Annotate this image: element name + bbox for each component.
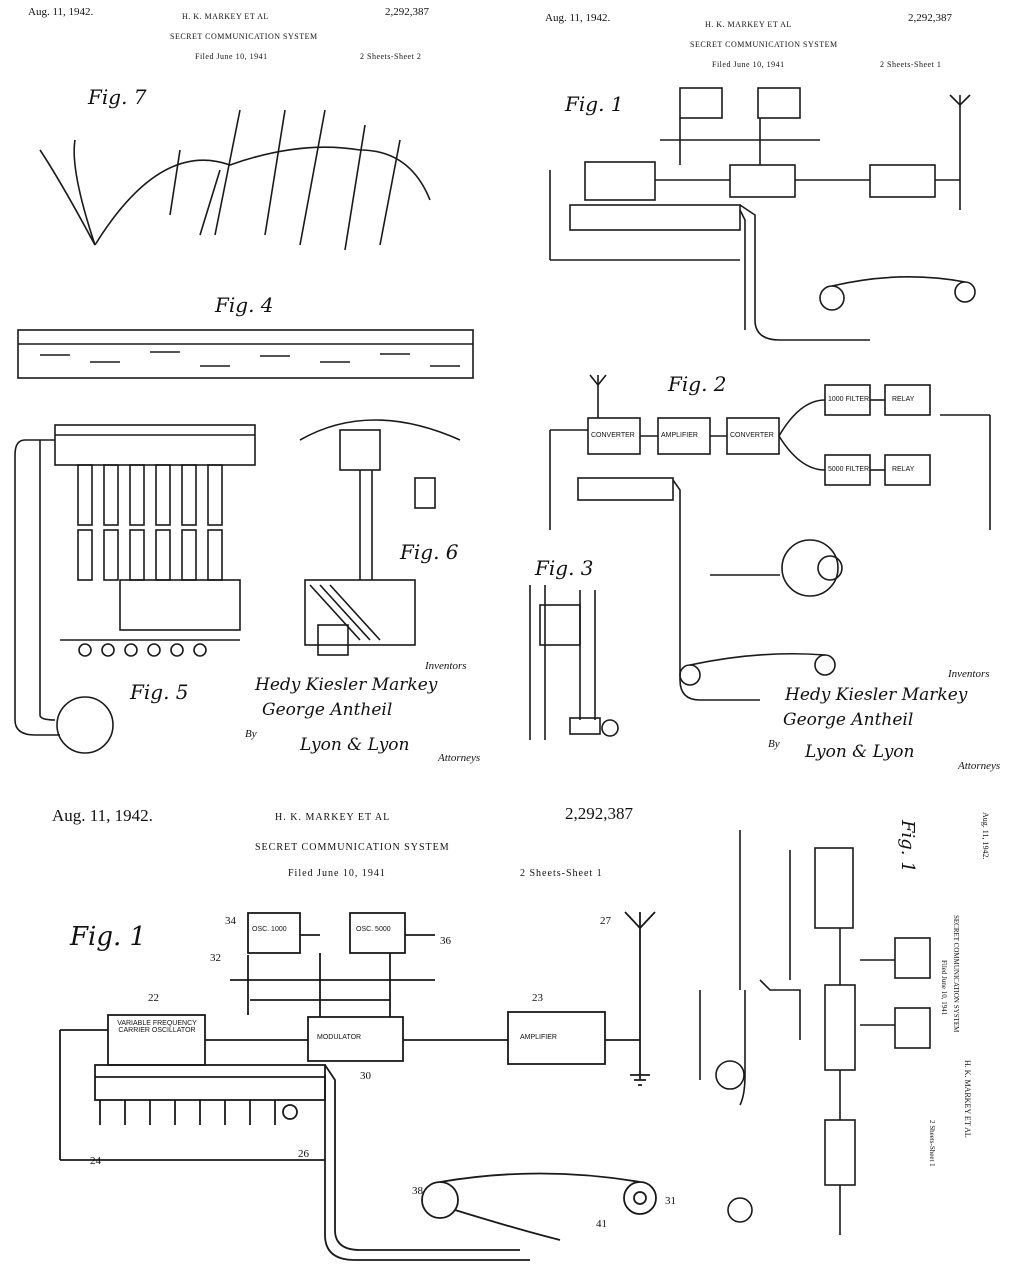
fig1-small-circuit [549,87,976,341]
ref-41: 41 [596,1218,607,1230]
osc2-block-label: OSC. 5000 [356,926,391,933]
fig1-bottom-label: Fig. 1 [70,922,147,952]
carrier-block-label: VARIABLE FREQUENCY CARRIER OSCILLATOR [117,1020,197,1034]
sheet2-inventors: H. K. MARKEY ET AL [705,20,792,29]
sheet2-by-label: By [768,738,780,750]
sheet2-patent-number: 2,292,387 [908,12,952,24]
sheet3-date: Aug. 11, 1942. [52,806,153,825]
sheet2-attorney-signature: Lyon & Lyon [805,742,915,762]
filter1-block-label: 1000 FILTER [828,396,870,403]
sheet2-date: Aug. 11, 1942. [545,12,611,24]
ref-26: 26 [298,1148,309,1160]
filter2-block-label: 5000 FILTER [828,466,870,473]
fig6-label: Fig. 6 [400,540,459,564]
converter-block-label: CONVERTER [591,432,635,439]
sheet1-patent-number: 2,292,387 [385,6,429,18]
sheet1-date: Aug. 11, 1942. [28,6,94,18]
modulator-block-label: MODULATOR [317,1034,362,1041]
fig5-label: Fig. 5 [130,680,189,704]
ref-34: 34 [225,915,236,927]
sheet3-sheet-count: 2 Sheets-Sheet 1 [520,868,603,879]
sheet2-filed: Filed June 10, 1941 [712,60,785,69]
sheet1-attorney-signature: Lyon & Lyon [300,735,410,755]
converter2-block-label: CONVERTER [730,432,774,439]
osc1-block-label: OSC. 1000 [252,926,287,933]
fig5-mechanism [14,424,256,754]
relay2-block-label: RELAY [892,466,915,473]
fig1-main-circuit [59,911,657,1261]
sheet1-filed: Filed June 10, 1941 [195,52,268,61]
ref-22: 22 [148,992,159,1004]
sheet4-filed: Filed June 10, 1941 [940,960,948,1016]
sheet1-inventors-label: Inventors [425,660,467,672]
sheet3-filed: Filed June 10, 1941 [288,868,386,879]
sheet1-sheet-count: 2 Sheets-Sheet 2 [360,52,422,61]
sheet4-date: Aug. 11, 1942. [981,812,990,860]
sheet3-inventors: H. K. MARKEY ET AL [275,812,391,823]
ref-24: 24 [90,1155,101,1167]
relay1-block-label: RELAY [892,396,915,403]
ref-36: 36 [440,935,451,947]
sheet2-title: SECRET COMMUNICATION SYSTEM [690,40,838,49]
amplifier2-block-label: AMPLIFIER [661,432,698,439]
sheet1-inventors: H. K. MARKEY ET AL [182,12,269,21]
sheet1-inventor2-signature: George Antheil [262,700,393,720]
sheet2-attorneys-label: Attorneys [958,760,1001,772]
fig4-tape-strip [17,329,474,379]
sheet2-inventor1-signature: Hedy Kiesler Markey [785,685,968,705]
fig3-detail [529,585,619,740]
fig1-rotated-label: Fig. 1 [897,820,918,873]
sheet1-by-label: By [245,728,257,740]
fig6-detail [299,419,461,656]
sheet4-title: SECRET COMMUNICATION SYSTEM [952,915,960,1033]
fig3-label: Fig. 3 [535,556,594,580]
fig7-label: Fig. 7 [88,85,147,109]
fig1-top-label: Fig. 1 [565,92,624,116]
ref-23: 23 [532,992,543,1004]
sheet4-sheet-count: 2 Sheets-Sheet 1 [928,1120,936,1167]
sheet2-inventors-label: Inventors [948,668,990,680]
sheet3-patent-number: 2,292,387 [565,804,633,823]
sheet2-inventor2-signature: George Antheil [783,710,914,730]
ref-30: 30 [360,1070,371,1082]
sheet1-title: SECRET COMMUNICATION SYSTEM [170,32,318,41]
sheet3-title: SECRET COMMUNICATION SYSTEM [255,842,450,853]
fig2-label: Fig. 2 [668,372,727,396]
amplifier-block-label: AMPLIFIER [520,1034,557,1041]
fig4-label: Fig. 4 [215,293,274,317]
fig1-rotated-circuit [699,830,931,1235]
ref-38: 38 [412,1185,423,1197]
ref-27: 27 [600,915,611,927]
fig2-receiver-circuit [549,374,991,701]
ref-31: 31 [665,1195,676,1207]
ref-32: 32 [210,952,221,964]
sheet1-inventor1-signature: Hedy Kiesler Markey [255,675,438,695]
fig7-trajectory-lines [39,109,431,251]
sheet4-inventors: H. K. MARKEY ET AL [963,1060,972,1138]
sheet1-attorneys-label: Attorneys [438,752,481,764]
sheet2-sheet-count: 2 Sheets-Sheet 1 [880,60,942,69]
